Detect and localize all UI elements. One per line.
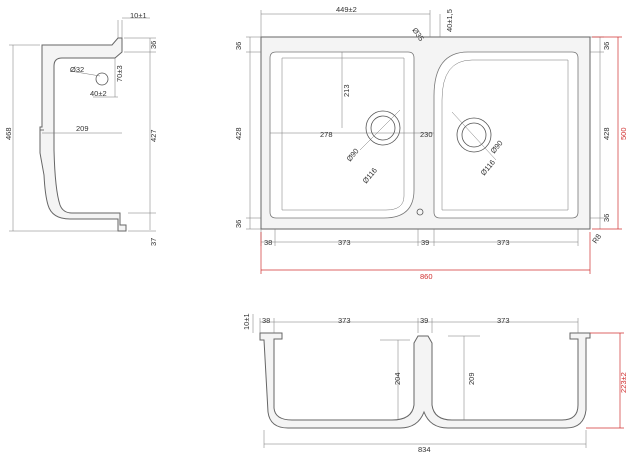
right-drain-outer	[456, 117, 492, 153]
side-width-209: 209	[76, 124, 89, 133]
side-view: 10±1 36 Ø32 70±3 40±2 209 468 427 37	[4, 11, 158, 246]
front-depth-223: 223±2	[619, 372, 628, 393]
top-b38: 38	[264, 238, 272, 247]
top-d278: 278	[320, 130, 333, 139]
left-drain-outer	[365, 110, 401, 146]
overflow-hole	[95, 72, 109, 86]
left-drain-inner	[370, 115, 396, 141]
front-view: 10±1 38 373 39 373 204 209 223±2 834	[242, 313, 628, 454]
right-bowl	[433, 51, 579, 219]
side-dia-32: Ø32	[70, 65, 84, 74]
side-section	[39, 37, 127, 232]
front-t38: 38	[262, 316, 270, 325]
top-left-36-bottom: 36	[234, 220, 243, 228]
front-t39: 39	[420, 316, 428, 325]
top-b39: 39	[421, 238, 429, 247]
side-bottom-37: 37	[149, 238, 158, 246]
top-width-449: 449±2	[336, 5, 357, 14]
front-section	[259, 332, 591, 429]
side-rim-label: 10±1	[130, 11, 147, 20]
side-d40: 40±2	[90, 89, 107, 98]
top-d213: 213	[342, 84, 351, 97]
top-overall-860: 860	[420, 272, 433, 281]
top-d230: 230	[420, 130, 433, 139]
top-corner-r8: R8	[590, 232, 603, 245]
front-depth-209: 209	[467, 372, 476, 385]
front-rim-10: 10±1	[242, 313, 251, 330]
overflow-point	[416, 208, 424, 216]
top-view: 449±2 40±1,5 Ø35 36 36 428 428 36 36 213…	[234, 5, 628, 281]
side-d70: 70±3	[115, 65, 124, 82]
front-depth-204: 204	[393, 372, 402, 385]
side-height-468: 468	[4, 127, 13, 140]
front-t373-left: 373	[338, 316, 351, 325]
top-right-36-bottom: 36	[602, 214, 611, 222]
top-overall-500: 500	[619, 127, 628, 140]
top-rim-40: 40±1,5	[445, 9, 454, 32]
front-overall-834: 834	[418, 445, 431, 454]
side-top-36: 36	[149, 41, 158, 49]
front-t373-right: 373	[497, 316, 510, 325]
left-bowl	[269, 51, 415, 219]
top-left-36-top: 36	[234, 42, 243, 50]
top-b373-left: 373	[338, 238, 351, 247]
side-height-427: 427	[149, 129, 158, 142]
top-right-428: 428	[602, 127, 611, 140]
right-drain-inner	[461, 122, 487, 148]
top-b373-right: 373	[497, 238, 510, 247]
top-left-428: 428	[234, 127, 243, 140]
top-right-36-top: 36	[602, 42, 611, 50]
